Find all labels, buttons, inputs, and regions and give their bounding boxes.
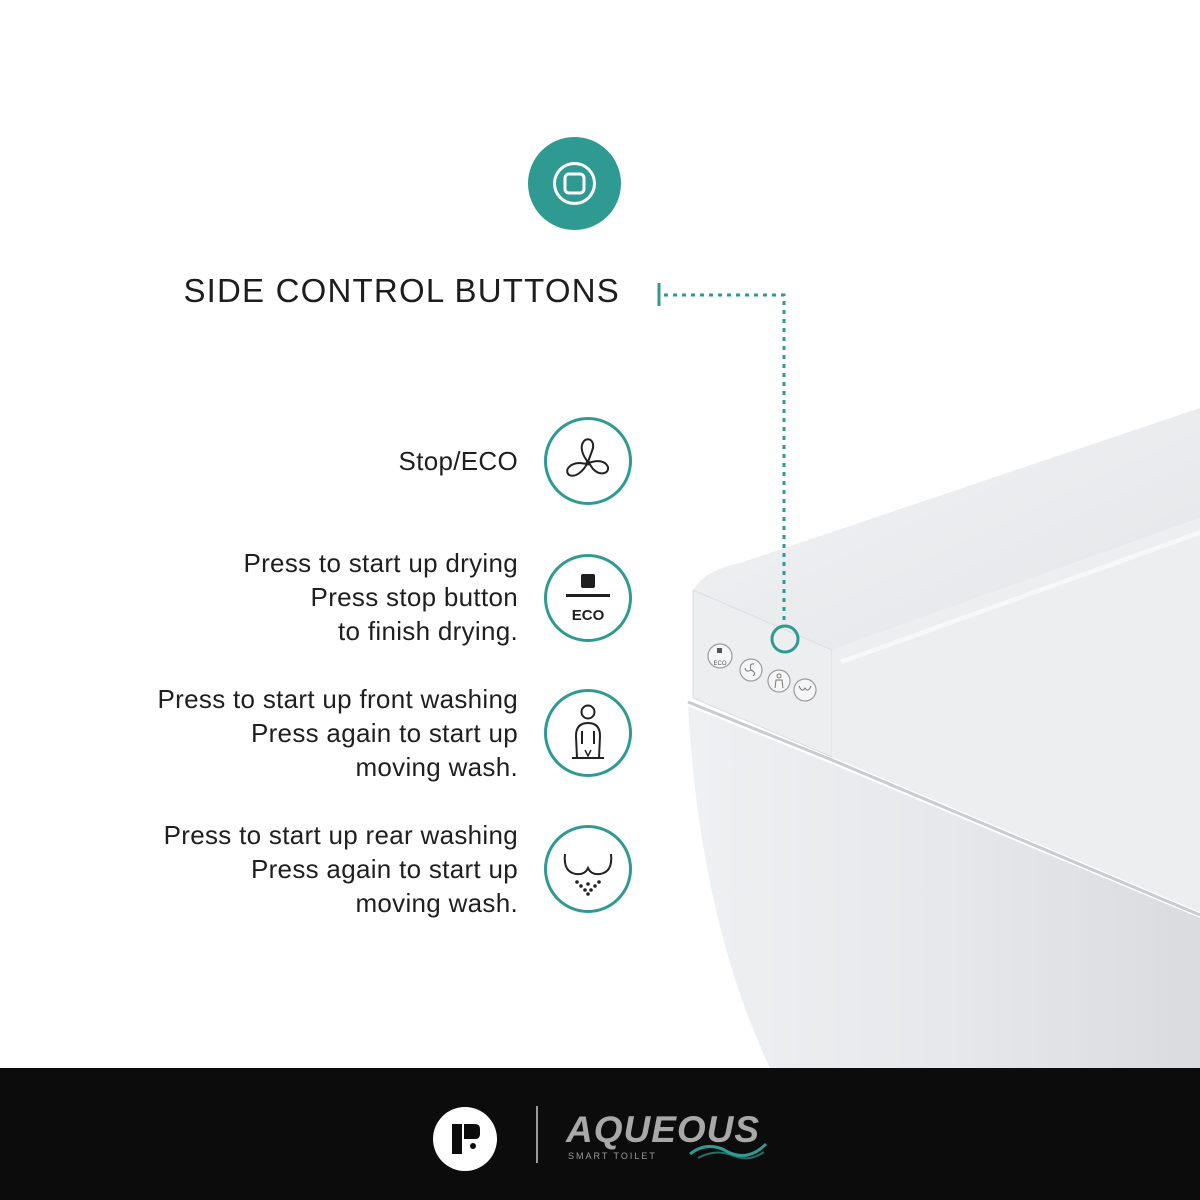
front-wash-icon: [544, 689, 632, 777]
feature-line: Press again to start up: [250, 718, 518, 748]
feature-text-front-wash: Press to start up front washing Press ag…: [158, 682, 518, 784]
rear-wash-icon: [544, 825, 632, 913]
feature-line: Press stop button: [310, 582, 518, 612]
feature-line: moving wash.: [355, 888, 518, 918]
feature-line: moving wash.: [355, 752, 518, 782]
panel-front-wash-button[interactable]: [767, 669, 791, 693]
panel-dry-button[interactable]: [739, 658, 763, 682]
stop-eco-icon: ECO: [544, 554, 632, 642]
feature-line: Stop/ECO: [398, 446, 518, 476]
feature-line: Press to start up rear washing: [163, 820, 518, 850]
feature-line: Press again to start up: [250, 854, 518, 884]
feature-line: Press to start up front washing: [157, 684, 518, 714]
panel-rear-wash-button[interactable]: [793, 678, 817, 702]
fan-icon: [544, 417, 632, 505]
feature-line: Press to start up drying: [243, 548, 518, 578]
stop-button-icon: [528, 137, 621, 230]
brand-subtitle: SMART TOILET: [568, 1151, 657, 1161]
feature-text-rear-wash: Press to start up rear washing Press aga…: [164, 818, 518, 920]
feature-line: to finish drying.: [338, 616, 518, 646]
svg-text:ECO: ECO: [572, 607, 605, 624]
brand-monogram-icon: [433, 1107, 497, 1171]
feature-text-drying: Press to start up drying Press stop butt…: [243, 546, 518, 648]
footer-bar: [0, 1068, 1200, 1200]
toilet-illustration: ECO: [687, 408, 1200, 1068]
brand-divider: [536, 1106, 538, 1163]
svg-text:ECO: ECO: [713, 661, 726, 667]
wave-logo-icon: [689, 1142, 768, 1160]
section-title: SIDE CONTROL BUTTONS: [183, 272, 620, 309]
feature-text-stop-eco: Stop/ECO: [399, 444, 518, 478]
panel-stop-eco-button[interactable]: ECO: [707, 643, 733, 669]
brand-name: AQUEOUS: [566, 1109, 761, 1150]
